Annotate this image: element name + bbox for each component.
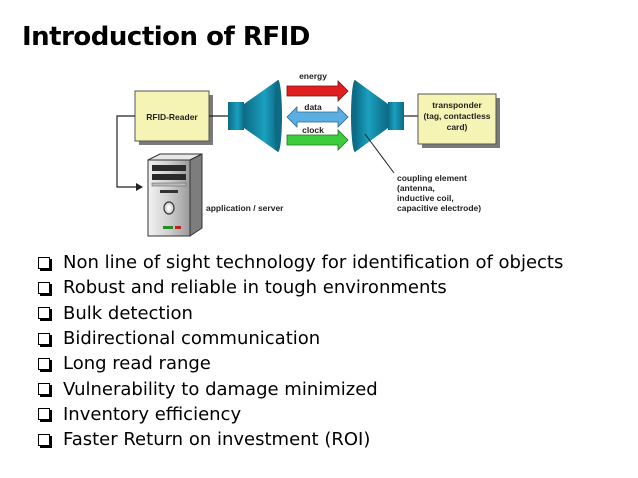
coupling-label-line-4: capacitive electrode) bbox=[397, 203, 481, 213]
transponder-label-line-3: card) bbox=[447, 122, 468, 132]
data-label: data bbox=[304, 102, 322, 112]
clock-arrow: clock bbox=[286, 125, 349, 151]
checkbox-bullet-icon bbox=[38, 383, 50, 396]
data-arrow: data bbox=[286, 102, 349, 128]
server-tower-icon bbox=[147, 153, 203, 237]
reader-antenna-icon bbox=[228, 80, 282, 152]
energy-arrow: energy bbox=[286, 71, 349, 102]
connector-arrowhead bbox=[136, 183, 143, 191]
feature-text: Faster Return on investment (ROI) bbox=[63, 429, 371, 451]
reader-label: RFID-Reader bbox=[146, 112, 198, 122]
feature-item: Non line of sight technology for identif… bbox=[38, 250, 563, 275]
feature-item: Inventory efficiency bbox=[38, 402, 563, 427]
coupling-pointer-line bbox=[364, 133, 395, 174]
transponder-label-line-2: (tag, contactless bbox=[423, 111, 490, 121]
feature-text: Robust and reliable in tough environment… bbox=[63, 277, 447, 299]
transponder-antenna-icon bbox=[351, 80, 404, 152]
server-label: application / server bbox=[206, 203, 284, 213]
feature-item: Bidirectional communication bbox=[38, 326, 563, 351]
feature-item: Bulk detection bbox=[38, 301, 563, 326]
energy-label: energy bbox=[299, 71, 327, 81]
checkbox-bullet-icon bbox=[38, 307, 50, 320]
checkbox-bullet-icon bbox=[38, 332, 50, 345]
feature-list: Non line of sight technology for identif… bbox=[38, 250, 563, 452]
reader-server-connector bbox=[116, 115, 142, 188]
coupling-label-line-2: (antenna, bbox=[397, 183, 435, 193]
coupling-label-line-1: coupling element bbox=[397, 173, 467, 183]
checkbox-bullet-icon bbox=[38, 408, 50, 421]
feature-item: Faster Return on investment (ROI) bbox=[38, 427, 563, 452]
coupling-label-line-3: inductive coil, bbox=[397, 193, 454, 203]
checkbox-bullet-icon bbox=[38, 357, 50, 370]
feature-item: Long read range bbox=[38, 351, 563, 376]
clock-label: clock bbox=[302, 125, 324, 135]
transponder-box: transponder (tag, contactless card) bbox=[417, 93, 500, 148]
feature-text: Bidirectional communication bbox=[63, 328, 321, 350]
coupling-element-label: coupling element (antenna, inductive coi… bbox=[397, 173, 481, 213]
rfid-diagram: RFID-Reader energy data clock transponde… bbox=[116, 71, 500, 237]
feature-item: Vulnerability to damage minimized bbox=[38, 376, 563, 401]
feature-text: Inventory efficiency bbox=[63, 403, 242, 425]
feature-text: Non line of sight technology for identif… bbox=[63, 252, 564, 274]
checkbox-bullet-icon bbox=[38, 281, 50, 294]
feature-text: Vulnerability to damage minimized bbox=[63, 378, 378, 400]
transponder-label-line-1: transponder bbox=[432, 100, 482, 110]
checkbox-bullet-icon bbox=[38, 256, 50, 269]
feature-text: Bulk detection bbox=[63, 302, 193, 324]
slide-title: Introduction of RFID bbox=[22, 22, 310, 52]
checkbox-bullet-icon bbox=[38, 433, 50, 446]
feature-text: Long read range bbox=[63, 353, 211, 375]
feature-item: Robust and reliable in tough environment… bbox=[38, 275, 563, 300]
rfid-reader-box: RFID-Reader bbox=[134, 90, 213, 145]
